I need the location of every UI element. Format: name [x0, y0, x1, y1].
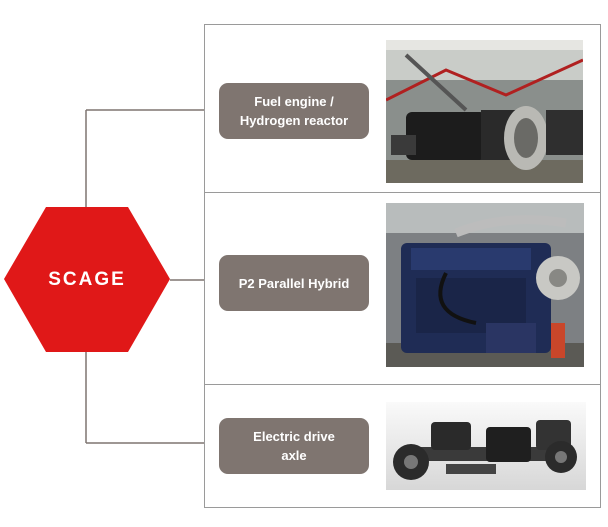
electric-axle-photo [386, 402, 586, 490]
label-pill: P2 Parallel Hybrid [219, 255, 369, 311]
label-pill: Electric drive axle [219, 418, 369, 474]
panel-electric-axle: Electric drive axle [204, 384, 601, 508]
label-line: P2 Parallel Hybrid [239, 274, 350, 293]
label-line: Electric drive [253, 427, 335, 446]
label-line: Hydrogen reactor [240, 111, 348, 130]
label-line: Fuel engine / [240, 92, 348, 111]
panel-fuel-engine: Fuel engine / Hydrogen reactor [204, 24, 601, 193]
panel-hybrid: P2 Parallel Hybrid [204, 192, 601, 385]
hybrid-engine-photo [386, 203, 584, 367]
fuel-engine-photo [386, 40, 583, 183]
hexagon-label: SCAGE [48, 269, 126, 291]
label-line: axle [253, 446, 335, 465]
label-pill: Fuel engine / Hydrogen reactor [219, 83, 369, 139]
scage-hexagon: SCAGE [4, 207, 170, 352]
